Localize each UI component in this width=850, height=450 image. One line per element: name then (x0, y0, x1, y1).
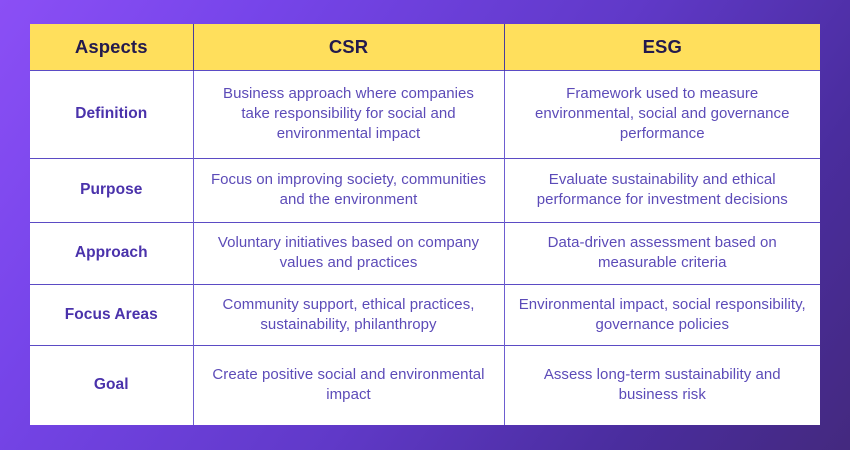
esg-definition-cell: Framework used to measure environmental,… (504, 69, 820, 158)
csr-definition-cell: Business approach where companies take r… (193, 69, 505, 158)
table-body: Definition Business approach where compa… (30, 69, 820, 425)
aspect-label-focus-areas: Focus Areas (30, 283, 194, 345)
table-row: Purpose Focus on improving society, comm… (30, 157, 820, 222)
aspect-label-definition: Definition (30, 69, 194, 158)
aspect-label-goal: Goal (30, 344, 194, 425)
esg-purpose-cell: Evaluate sustainability and ethical perf… (504, 157, 820, 222)
table-row: Goal Create positive social and environm… (30, 344, 820, 425)
csr-goal-cell: Create positive social and environmental… (193, 344, 505, 425)
table-row: Focus Areas Community support, ethical p… (30, 283, 820, 345)
esg-goal-cell: Assess long-term sustainability and busi… (504, 344, 820, 425)
header-row: Aspects CSR ESG (30, 24, 820, 70)
aspect-label-approach: Approach (30, 221, 194, 284)
aspect-label-purpose: Purpose (30, 157, 194, 222)
csr-purpose-cell: Focus on improving society, communities … (193, 157, 505, 222)
column-header-aspects: Aspects (30, 24, 194, 70)
esg-focus-areas-cell: Environmental impact, social responsibil… (504, 283, 820, 345)
csr-esg-comparison-table: Aspects CSR ESG Definition Business appr… (30, 24, 820, 425)
table-row: Approach Voluntary initiatives based on … (30, 221, 820, 284)
column-header-esg: ESG (504, 24, 820, 70)
esg-approach-cell: Data-driven assessment based on measurab… (504, 221, 820, 284)
csr-focus-areas-cell: Community support, ethical practices, su… (193, 283, 505, 345)
table-row: Definition Business approach where compa… (30, 69, 820, 158)
csr-approach-cell: Voluntary initiatives based on company v… (193, 221, 505, 284)
column-header-csr: CSR (193, 24, 505, 70)
table-header: Aspects CSR ESG (30, 24, 820, 70)
